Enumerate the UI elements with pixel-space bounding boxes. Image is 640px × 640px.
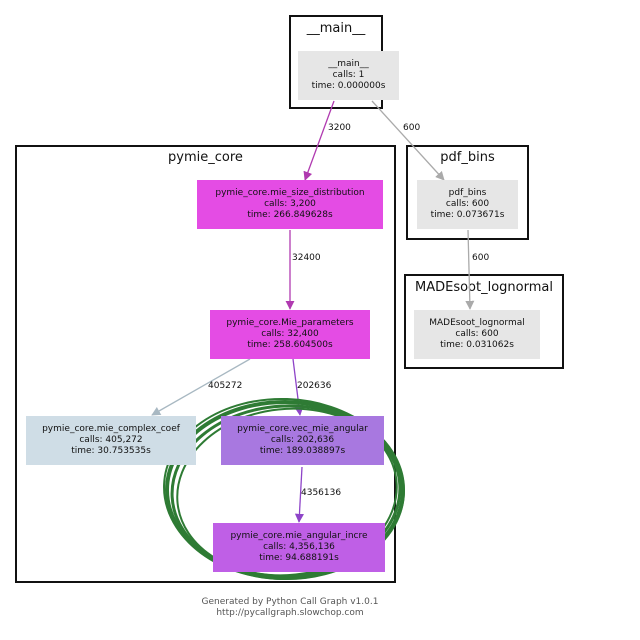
- node-vec-angular-name: pymie_core.vec_mie_angular: [237, 424, 368, 434]
- node-complex-coef-calls: calls: 405,272: [79, 435, 143, 445]
- node-vec-angular-time: time: 189.038897s: [259, 446, 346, 456]
- node-pdf-bins-time: time: 0.073671s: [430, 210, 505, 220]
- node-complex-coef-time: time: 30.753535s: [71, 446, 151, 456]
- edge-label-params-to-coef: 405272: [208, 381, 243, 391]
- node-main[interactable]: __main__ calls: 1 time: 0.000000s: [298, 51, 399, 100]
- cluster-pymie-core-title: pymie_core: [168, 150, 243, 165]
- node-madesoot-time: time: 0.031062s: [440, 340, 514, 350]
- node-vec-mie-angular[interactable]: pymie_core.vec_mie_angular calls: 202,63…: [221, 416, 384, 465]
- node-mie-size-calls: calls: 3,200: [264, 199, 316, 209]
- node-pdf-bins[interactable]: pdf_bins calls: 600 time: 0.073671s: [417, 180, 518, 229]
- footer-generated: Generated by Python Call Graph v1.0.1: [201, 597, 379, 607]
- cluster-madesoot-title: MADEsoot_lognormal: [415, 280, 553, 295]
- edge-label-size-to-params: 32400: [292, 253, 321, 263]
- edge-params-to-coef: [151, 358, 251, 416]
- edge-label-params-to-vec: 202636: [297, 381, 332, 391]
- node-complex-coef-name: pymie_core.mie_complex_coef: [42, 424, 180, 434]
- node-mie-params-time: time: 258.604500s: [247, 340, 333, 350]
- edge-label-main-to-pdf: 600: [403, 123, 421, 133]
- node-mie-size-distribution[interactable]: pymie_core.mie_size_distribution calls: …: [197, 180, 383, 229]
- edge-pdf-to-made: [465, 229, 475, 310]
- node-mie-size-name: pymie_core.mie_size_distribution: [215, 188, 365, 198]
- node-mie-parameters[interactable]: pymie_core.Mie_parameters calls: 32,400 …: [210, 310, 370, 359]
- node-madesoot[interactable]: MADEsoot_lognormal calls: 600 time: 0.03…: [414, 310, 540, 359]
- cluster-pdf-bins-title: pdf_bins: [440, 150, 495, 165]
- edge-main-to-pdf: [371, 100, 445, 181]
- edge-label-main-to-size: 3200: [328, 123, 351, 133]
- node-madesoot-calls: calls: 600: [455, 329, 499, 339]
- edge-main-to-size: [303, 100, 335, 181]
- node-angular-incre-calls: calls: 4,356,136: [263, 542, 335, 552]
- edge-vec-to-incre: [294, 466, 304, 523]
- node-vec-angular-calls: calls: 202,636: [270, 435, 335, 445]
- node-pdf-bins-calls: calls: 600: [445, 199, 490, 209]
- node-main-time: time: 0.000000s: [311, 81, 386, 91]
- node-mie-params-calls: calls: 32,400: [261, 329, 319, 339]
- node-madesoot-name: MADEsoot_lognormal: [429, 318, 525, 328]
- node-mie-complex-coef[interactable]: pymie_core.mie_complex_coef calls: 405,2…: [26, 416, 196, 465]
- node-mie-params-name: pymie_core.Mie_parameters: [226, 318, 354, 328]
- node-angular-incre-time: time: 94.688191s: [259, 553, 339, 563]
- footer-url: http://pycallgraph.slowchop.com: [216, 608, 364, 618]
- node-angular-incre-name: pymie_core.mie_angular_incre: [230, 531, 368, 541]
- cluster-main-title: __main__: [306, 21, 366, 36]
- edge-label-vec-to-incre: 4356136: [301, 488, 342, 498]
- node-main-name: __main__: [328, 59, 369, 69]
- edge-label-pdf-to-made: 600: [472, 253, 490, 263]
- annotation-circle: [163, 397, 405, 581]
- node-mie-angular-incre[interactable]: pymie_core.mie_angular_incre calls: 4,35…: [213, 523, 385, 572]
- node-main-calls: calls: 1: [332, 70, 365, 80]
- node-mie-size-time: time: 266.849628s: [247, 210, 333, 220]
- node-pdf-bins-name: pdf_bins: [448, 188, 487, 198]
